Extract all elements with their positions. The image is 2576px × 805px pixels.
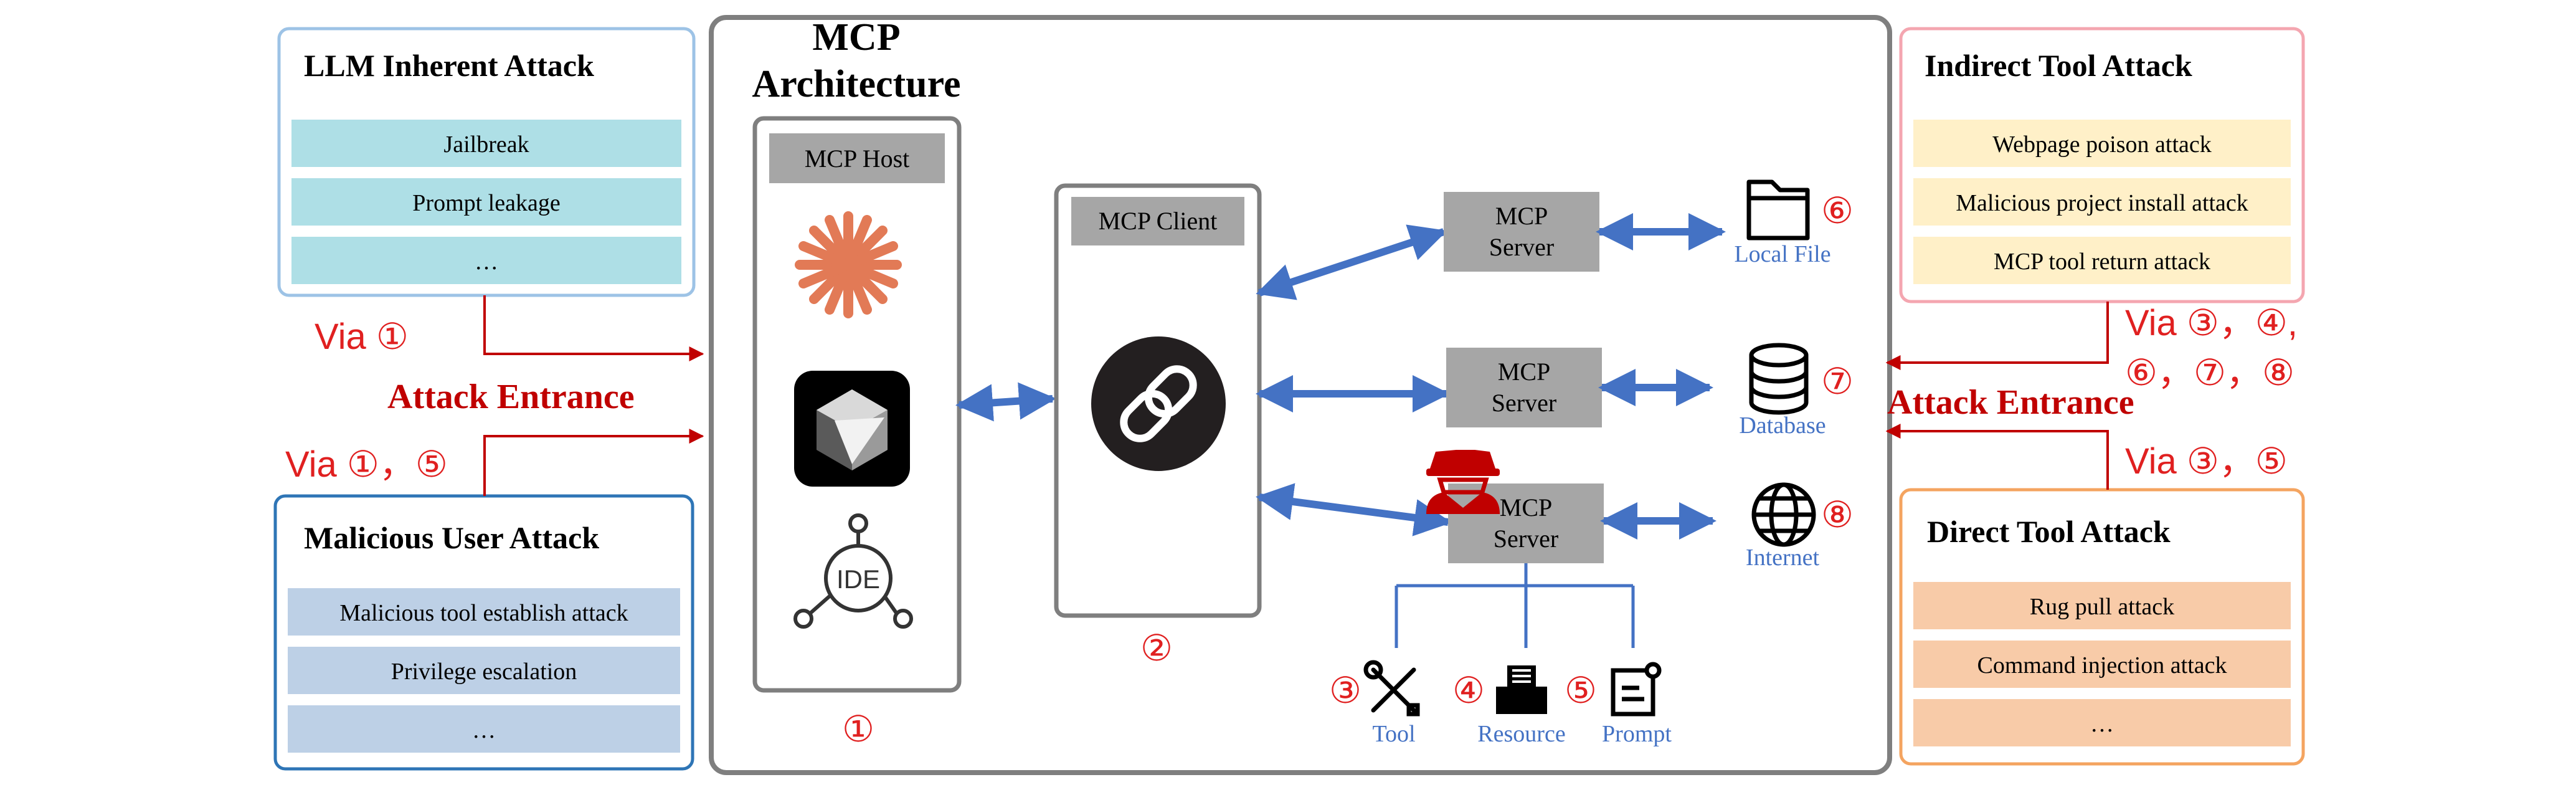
llm-inherent-item-3: … <box>475 249 498 275</box>
malicious-user-item-2: Privilege escalation <box>391 659 577 685</box>
direct-attack-via: Via ③，⑤ <box>2125 441 2288 482</box>
indirect-tool-item-1: Webpage poison attack <box>1992 131 2211 158</box>
client-marker: ② <box>1140 628 1173 669</box>
capability-resource-marker: ④ <box>1452 670 1485 711</box>
capability-tool-label: Tool <box>1372 721 1415 747</box>
direct-attack-arrow <box>1885 424 2109 490</box>
capability-prompt-label: Prompt <box>1602 721 1672 747</box>
malicious-user-attack-title: Malicious User Attack <box>304 520 599 555</box>
client-server1-arrow <box>1256 224 1447 300</box>
resource-database-marker: ⑦ <box>1821 361 1854 402</box>
resource-internet-label: Internet <box>1746 545 1820 571</box>
server-1-label-line1: MCP <box>1495 202 1548 230</box>
malicious-user-item-3: … <box>472 717 496 743</box>
indirect-attack-via-line2: ⑥，⑦，⑧ <box>2125 353 2294 393</box>
malicious-user-item-1: Malicious tool establish attack <box>339 600 628 626</box>
llm-inherent-item-1: Jailbreak <box>443 131 529 158</box>
host-marker: ① <box>842 709 874 750</box>
architecture-title-line1: MCP <box>812 16 900 59</box>
direct-tool-item-3: … <box>2090 711 2114 737</box>
globe-icon <box>1751 482 1816 547</box>
server-1-label-line2: Server <box>1489 233 1554 261</box>
direct-tool-item-2: Command injection attack <box>1977 652 2227 679</box>
indirect-tool-item-3: MCP tool return attack <box>1994 249 2210 275</box>
left-attack-entrance: Attack Entrance <box>387 378 635 416</box>
indirect-attack-via-line1: Via ③，④, <box>2125 303 2298 343</box>
indirect-tool-item-2: Malicious project install attack <box>1956 190 2248 216</box>
llm-attack-arrow <box>483 295 704 361</box>
mcp-client-label: MCP Client <box>1099 207 1218 235</box>
cursor-icon <box>794 371 910 487</box>
tools-icon <box>1363 660 1420 717</box>
architecture-title-line2: Architecture <box>752 63 960 105</box>
direct-tool-attack-title: Direct Tool Attack <box>1927 514 2171 549</box>
indirect-tool-attack-title: Indirect Tool Attack <box>1925 48 2192 83</box>
llm-inherent-attack-title: LLM Inherent Attack <box>304 48 594 83</box>
resource-database-label: Database <box>1739 412 1825 439</box>
server-2-label-line2: Server <box>1492 389 1556 417</box>
server-3-label-line2: Server <box>1494 525 1558 553</box>
link-icon <box>1091 336 1226 471</box>
server-2-label-line1: MCP <box>1498 358 1551 386</box>
mcp-server-2 <box>1446 348 1602 427</box>
client-server3-arrow <box>1256 483 1452 536</box>
server-3-label-line1: MCP <box>1500 493 1553 522</box>
llm-attack-via: Via ① <box>315 317 409 357</box>
indirect-attack-arrow <box>1885 302 2109 370</box>
capability-resource-label: Resource <box>1477 721 1565 747</box>
resource-localfile-label: Local File <box>1734 241 1830 267</box>
right-attack-entrance: Attack Entrance <box>1887 383 2134 422</box>
mcp-host-label: MCP Host <box>805 145 910 173</box>
user-attack-arrow <box>483 429 704 496</box>
user-attack-via: Via ①，⑤ <box>285 444 448 485</box>
hacker-icon <box>1426 450 1500 514</box>
capability-prompt-marker: ⑤ <box>1565 670 1597 711</box>
mcp-server-3 <box>1448 483 1604 563</box>
mcp-server-1 <box>1444 192 1599 272</box>
printer-icon <box>1496 665 1547 714</box>
ide-label: IDE <box>836 564 880 594</box>
claude-icon <box>795 211 902 318</box>
database-icon <box>1749 343 1809 415</box>
llm-inherent-item-2: Prompt leakage <box>412 190 560 216</box>
resource-internet-marker: ⑧ <box>1821 495 1854 535</box>
capability-tool-marker: ③ <box>1329 670 1361 711</box>
folder-icon <box>1746 179 1810 241</box>
resource-localfile-marker: ⑥ <box>1821 191 1854 231</box>
ide-icon <box>793 513 913 629</box>
capability-tree <box>1395 563 1635 648</box>
direct-tool-item-1: Rug pull attack <box>2030 594 2174 620</box>
host-client-arrow <box>955 382 1056 422</box>
prompt-icon <box>1611 662 1662 717</box>
